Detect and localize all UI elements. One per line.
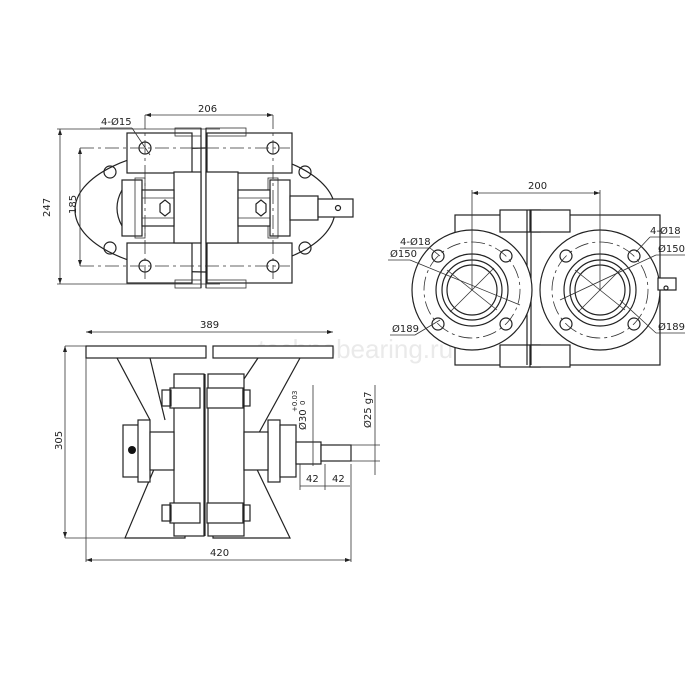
dim-4-d15: 4-Ø15 xyxy=(101,116,132,128)
dim-left-d150: Ø150 xyxy=(390,248,417,260)
dim-d30-tol-lower: 0 xyxy=(299,401,307,405)
dim-d30: Ø30 xyxy=(297,409,309,430)
dim-right-d150: Ø150 xyxy=(658,243,685,255)
dim-389: 389 xyxy=(200,320,219,331)
dim-42-second: 42 xyxy=(332,474,345,485)
dim-left-4-d18: 4-Ø18 xyxy=(400,236,431,248)
side-view: 200 4-Ø18 Ø150 Ø189 4-Ø18 Ø150 Ø189 xyxy=(388,181,685,368)
dim-420: 420 xyxy=(210,548,229,559)
dim-185: 185 xyxy=(68,195,79,214)
dim-42-first: 42 xyxy=(306,474,319,485)
dim-206: 206 xyxy=(198,104,217,115)
front-view: 389 305 420 Ø30 +0.03 0 Ø25 g7 42 42 xyxy=(54,320,380,562)
dim-right-4-d18: 4-Ø18 xyxy=(650,225,681,237)
dim-200: 200 xyxy=(528,181,547,192)
dim-right-d189: Ø189 xyxy=(658,321,685,333)
dim-left-d189: Ø189 xyxy=(392,323,419,335)
dim-d25-g7: Ø25 g7 xyxy=(362,392,374,428)
dim-247: 247 xyxy=(42,198,53,217)
dim-d30-tol-upper: +0.03 xyxy=(291,391,299,412)
dim-305: 305 xyxy=(54,431,65,450)
top-view: 206 4-Ø15 247 185 xyxy=(42,104,354,289)
